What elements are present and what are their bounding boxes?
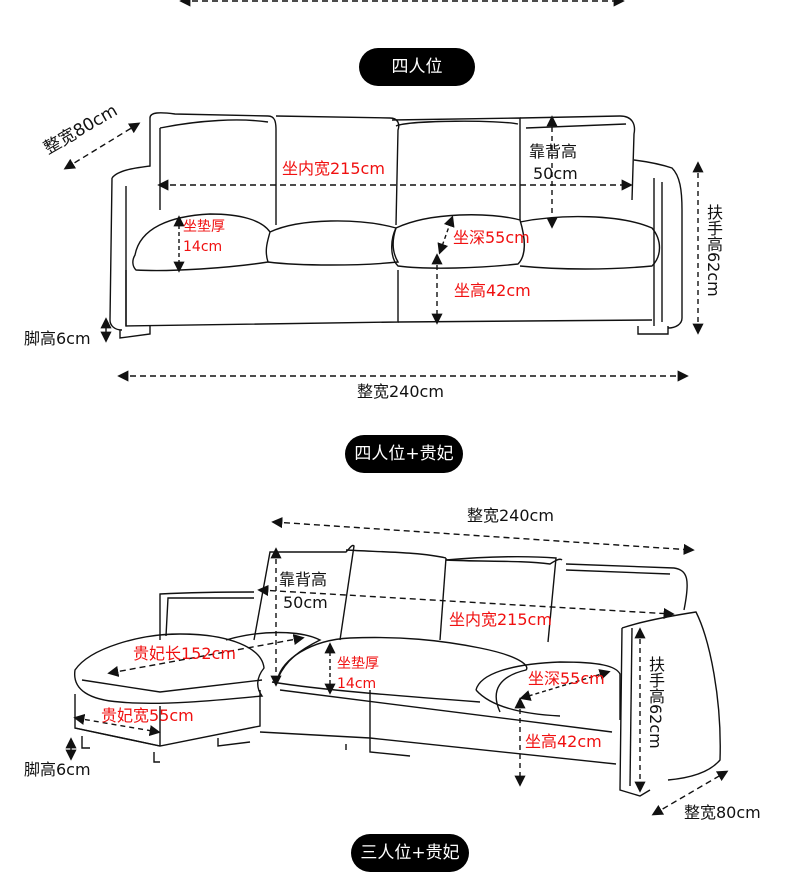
back-height-label-line1: 靠背高	[279, 570, 328, 589]
section-title-three-seat-chaise: 三人位+贵妃	[351, 834, 469, 872]
section-title-four-seat: 四人位	[359, 48, 475, 86]
cushion-thickness-label-line2: 14cm	[183, 239, 223, 255]
seat-height-label: 坐高42cm	[454, 281, 531, 300]
cushion-thickness-label-line2: 14cm	[337, 676, 377, 692]
depth-label: 整宽80cm	[684, 803, 761, 822]
leg-height-label: 脚高6cm	[24, 760, 91, 779]
total-width-label: 整宽240cm	[357, 382, 444, 401]
back-height-label-line1: 靠背高	[529, 142, 578, 161]
seat-depth-label: 坐深55cm	[453, 228, 530, 247]
chaise-width-label: 贵妃宽55cm	[101, 706, 194, 725]
back-height-label-line2: 50cm	[533, 164, 578, 183]
armrest-height-label: 扶手高62cm	[704, 204, 723, 297]
section-title-four-seat-chaise: 四人位+贵妃	[345, 435, 463, 473]
cushion-thickness-label-line1: 坐垫厚	[183, 219, 225, 235]
leg-height-label: 脚高6cm	[24, 329, 91, 348]
total-width-label: 整宽240cm	[467, 506, 554, 525]
back-height-label-line2: 50cm	[283, 593, 328, 612]
chaise-length-label: 贵妃长152cm	[133, 644, 236, 663]
sofa-four-seat-chaise-drawing	[65, 516, 729, 816]
inner-width-label: 坐内宽215cm	[449, 610, 552, 629]
sofa-four-seat-drawing	[63, 112, 704, 382]
seat-height-label: 坐高42cm	[525, 732, 602, 751]
seat-depth-label: 坐深55cm	[528, 669, 605, 688]
cushion-thickness-label-line1: 坐垫厚	[337, 656, 379, 672]
inner-width-label: 坐内宽215cm	[282, 159, 385, 178]
armrest-height-label: 扶手高62cm	[646, 656, 665, 749]
